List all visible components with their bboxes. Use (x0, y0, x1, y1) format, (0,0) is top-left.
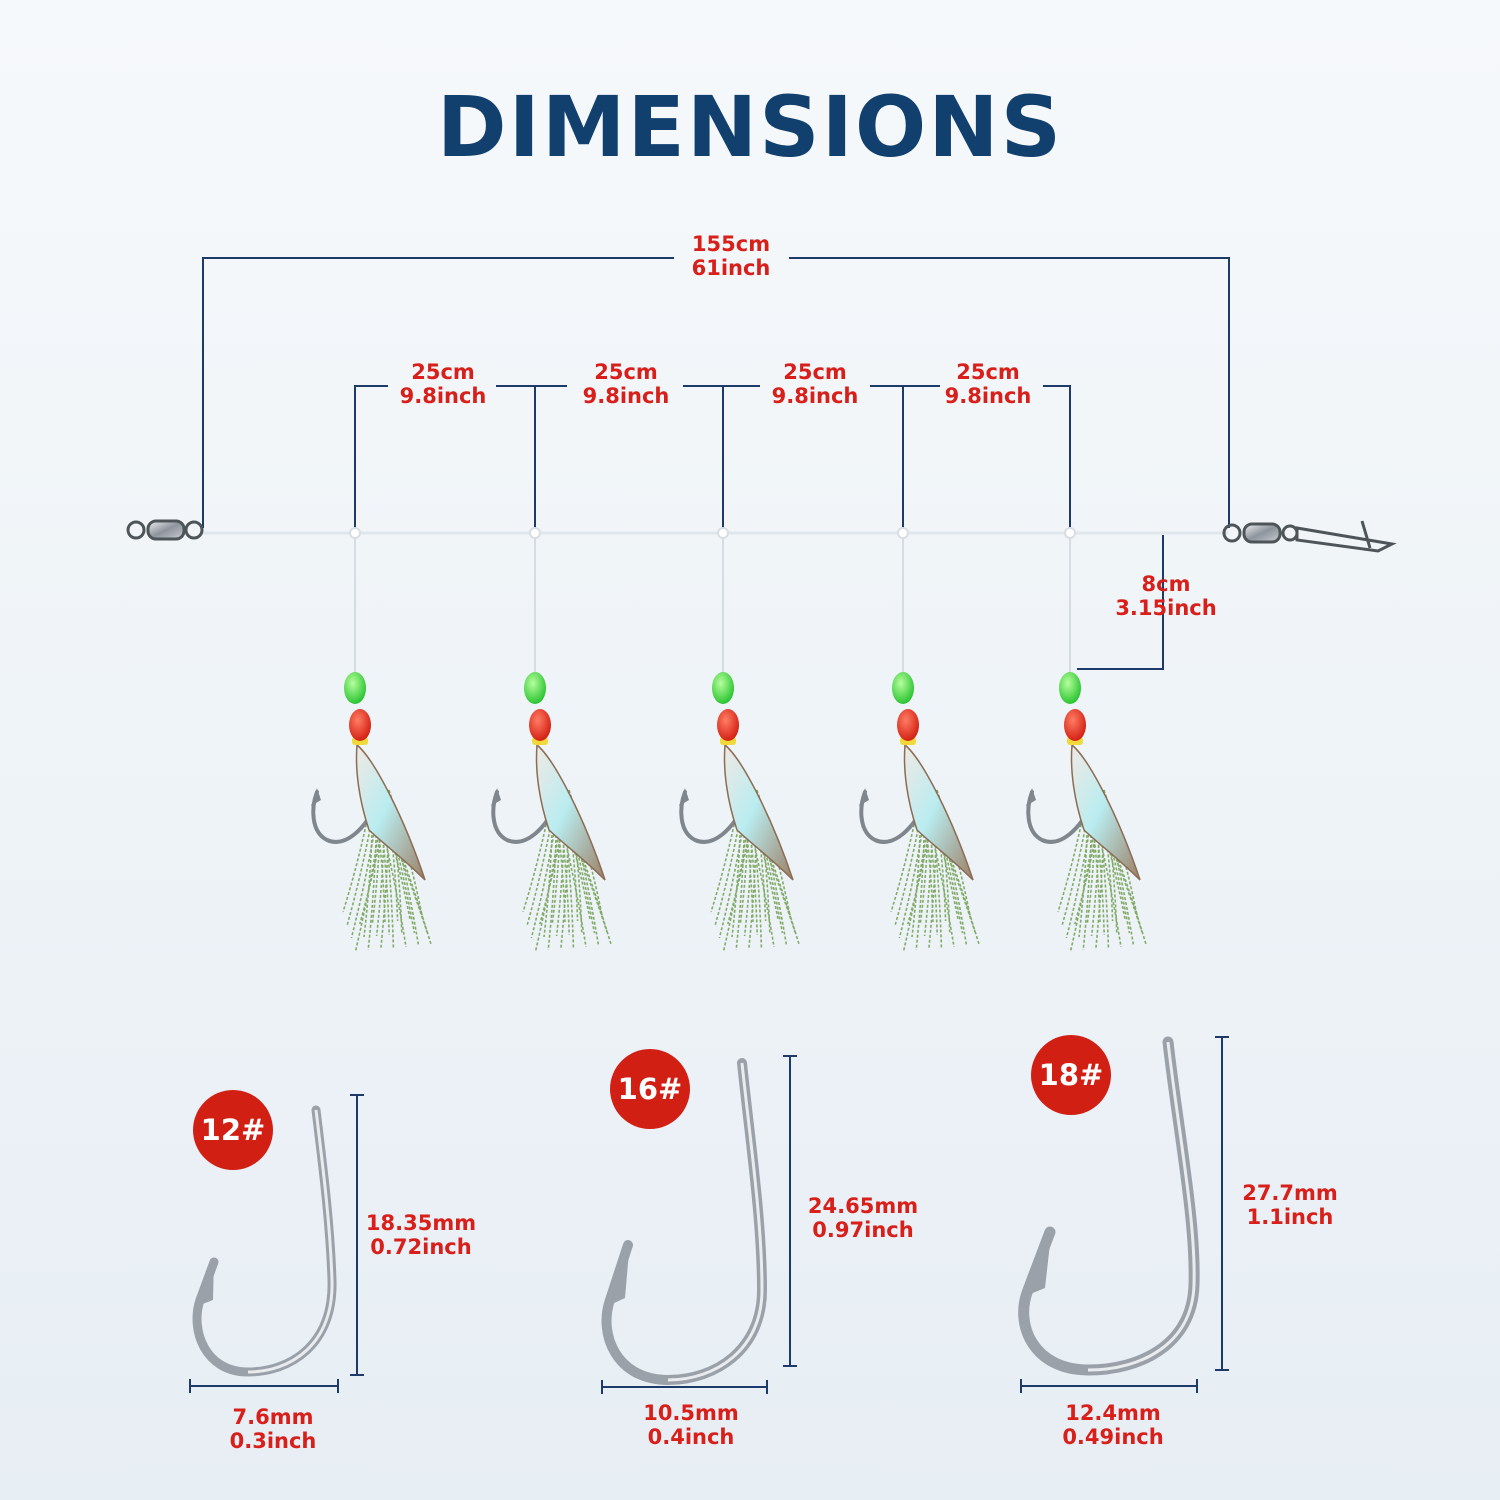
lure-2 (491, 527, 612, 952)
overall-length-label: 155cm 61inch (692, 232, 771, 280)
overall-length-inch: 61inch (691, 256, 771, 280)
flash-skirt (535, 743, 606, 881)
dropper-length-label: 8cm 3.15inch (1115, 572, 1217, 620)
hook-12-width-label: 7.6mm 0.3inch (229, 1405, 317, 1453)
hook-16-height-line (783, 1055, 797, 1367)
spacing-bracket-1 (354, 385, 388, 528)
red-bead-icon (529, 709, 551, 741)
page-title: DIMENSIONS (436, 78, 1064, 176)
hook-12-height-line (350, 1094, 364, 1376)
hook-18-width-line (1020, 1379, 1198, 1393)
spacing-label-1: 25cm 9.8inch (399, 360, 487, 408)
hook-size-badge-18: 18# (1031, 1035, 1111, 1115)
flash-skirt (355, 743, 426, 881)
red-bead-icon (349, 709, 371, 741)
lure-3 (679, 527, 800, 952)
hook-16-width-line (601, 1380, 768, 1394)
red-bead-icon (1064, 709, 1086, 741)
flash-skirt (723, 743, 794, 881)
hook-16-width-label: 10.5mm 0.4inch (643, 1401, 739, 1449)
spacing-brackets (354, 385, 1071, 528)
flash-skirt (903, 743, 974, 881)
left-swivel-icon (126, 519, 204, 541)
hook-18-height-label: 27.7mm 1.1inch (1242, 1181, 1338, 1229)
green-bead-icon (712, 672, 734, 704)
dropper-length-bracket (1077, 535, 1164, 670)
flash-skirt (1070, 743, 1141, 881)
hook-18-width-label: 12.4mm 0.49inch (1062, 1401, 1164, 1449)
spacing-label-4: 25cm 9.8inch (944, 360, 1032, 408)
green-bead-icon (524, 672, 546, 704)
lure-4 (859, 527, 980, 952)
green-bead-icon (1059, 672, 1081, 704)
lure-1 (311, 527, 432, 952)
hook-16-height-label: 24.65mm 0.97inch (807, 1194, 919, 1242)
red-bead-icon (717, 709, 739, 741)
spacing-label-3: 25cm 9.8inch (771, 360, 859, 408)
green-bead-icon (892, 672, 914, 704)
hook-12-height-label: 18.35mm 0.72inch (365, 1211, 477, 1259)
red-bead-icon (897, 709, 919, 741)
overall-length-cm: 155cm (691, 232, 771, 256)
spacing-label-2: 25cm 9.8inch (582, 360, 670, 408)
right-snap-swivel-icon (1222, 520, 1397, 553)
lure-5 (1026, 527, 1147, 952)
hook-group (189, 1036, 1229, 1394)
green-bead-icon (344, 672, 366, 704)
hook-12-width-line (189, 1379, 339, 1393)
hook-18-height-line (1215, 1036, 1229, 1371)
hook-size-badge-12: 12# (193, 1090, 273, 1170)
hook-size-badge-16: 16# (610, 1049, 690, 1129)
overall-length-bracket (202, 257, 1230, 528)
lure-group (311, 527, 1147, 952)
